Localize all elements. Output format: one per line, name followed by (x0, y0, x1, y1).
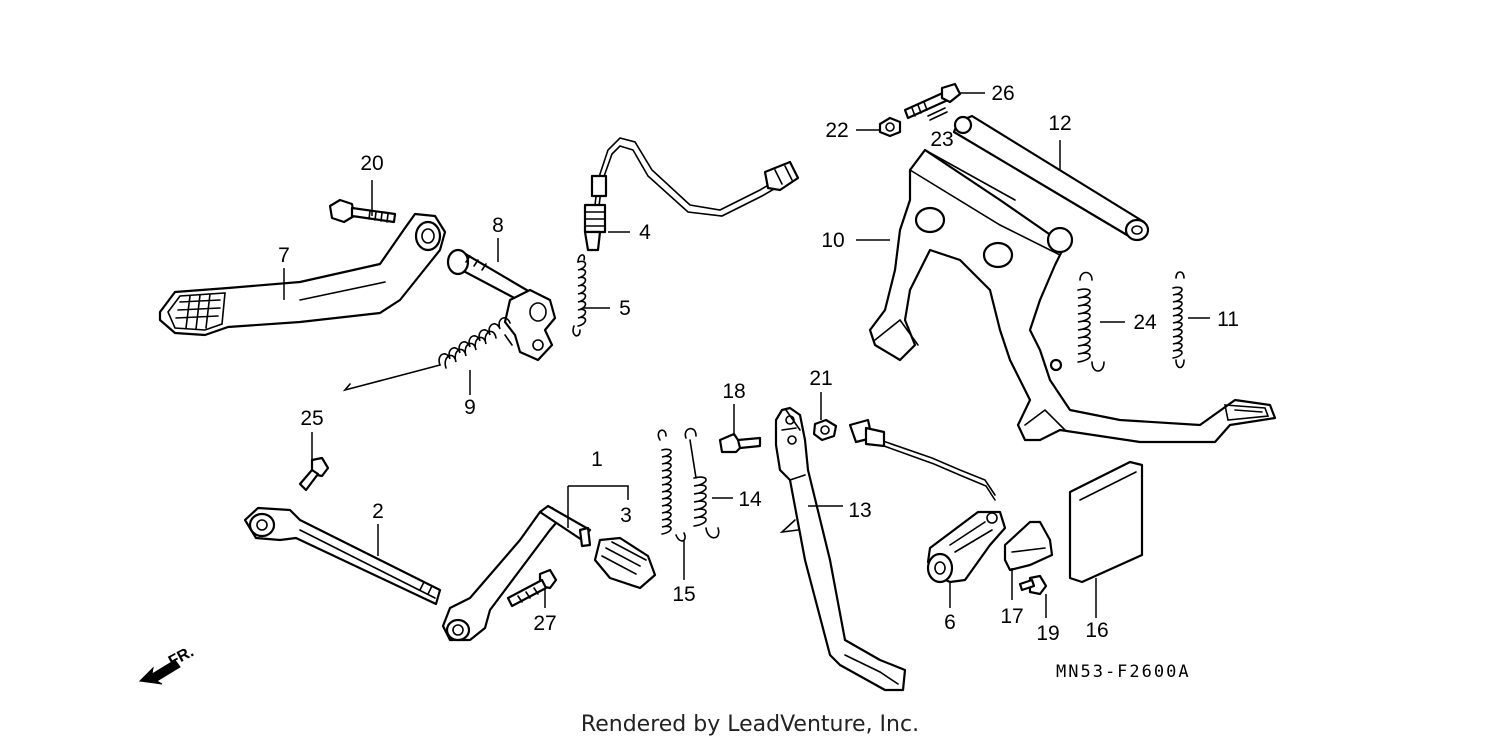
bolt-19 (1018, 574, 1048, 596)
stand-spring-11 (1172, 271, 1185, 369)
callout-19: 19 (1036, 622, 1059, 645)
main-stand (868, 148, 1277, 444)
callout-5: 5 (619, 297, 631, 320)
callout-21: 21 (809, 367, 832, 390)
bolt-26 (903, 82, 962, 120)
brake-pedal (158, 212, 447, 337)
shift-link-rod (243, 506, 442, 606)
callout-18: 18 (722, 380, 745, 403)
nut-21 (812, 418, 838, 442)
main-stand-pipe (952, 114, 1150, 242)
return-spring-9 (342, 317, 513, 392)
callout-16: 16 (1085, 619, 1108, 642)
callout-labels: 20 7 8 4 5 9 10 12 26 22 23 24 11 18 21 … (278, 82, 1239, 645)
front-direction-arrow: FR. (138, 643, 197, 685)
callout-24: 24 (1133, 311, 1157, 334)
callout-20: 20 (360, 152, 383, 175)
callout-7: 7 (278, 244, 290, 267)
side-stand-switch (848, 418, 1007, 584)
leader-lines (283, 92, 1210, 618)
pedal-rubber (593, 536, 657, 590)
callout-25: 25 (300, 407, 323, 430)
bolt-20 (328, 198, 397, 224)
stand-spring-24 (1077, 271, 1105, 372)
nut-22 (878, 116, 902, 138)
callout-23: 23 (930, 128, 953, 151)
caution-label-16 (1068, 460, 1144, 584)
switch-bracket-17 (1003, 520, 1054, 572)
callout-12: 12 (1048, 112, 1071, 135)
callout-27: 27 (533, 612, 556, 635)
side-stand-spring-14 (684, 427, 720, 539)
callout-13: 13 (848, 499, 871, 522)
gearshift-pedal (441, 504, 592, 642)
pivot-bolt-18 (718, 432, 762, 454)
washer-23 (927, 107, 948, 121)
diagram-code: MN53-F2600A (1056, 662, 1191, 682)
bolt-27 (506, 568, 558, 608)
callout-9: 9 (464, 396, 476, 419)
side-stand (774, 406, 907, 692)
callout-22: 22 (825, 119, 848, 142)
callout-10: 10 (821, 229, 844, 252)
callout-1: 1 (591, 448, 603, 471)
side-stand-spring-15 (657, 429, 686, 542)
bolt-25 (298, 456, 330, 492)
footer-credit: Rendered by LeadVenture, Inc. (580, 712, 920, 737)
callout-11: 11 (1217, 308, 1239, 331)
callout-2: 2 (372, 500, 384, 523)
brake-pivot-shaft (446, 248, 557, 362)
callout-17: 17 (1000, 605, 1023, 628)
callout-15: 15 (672, 583, 695, 606)
callout-3: 3 (620, 504, 632, 527)
callout-26: 26 (991, 82, 1014, 105)
callout-8: 8 (492, 214, 504, 237)
switch-spring-5 (572, 254, 587, 337)
stop-switch-cable (583, 137, 800, 252)
callout-14: 14 (738, 488, 762, 511)
callout-4: 4 (639, 221, 651, 244)
callout-6: 6 (944, 611, 956, 634)
